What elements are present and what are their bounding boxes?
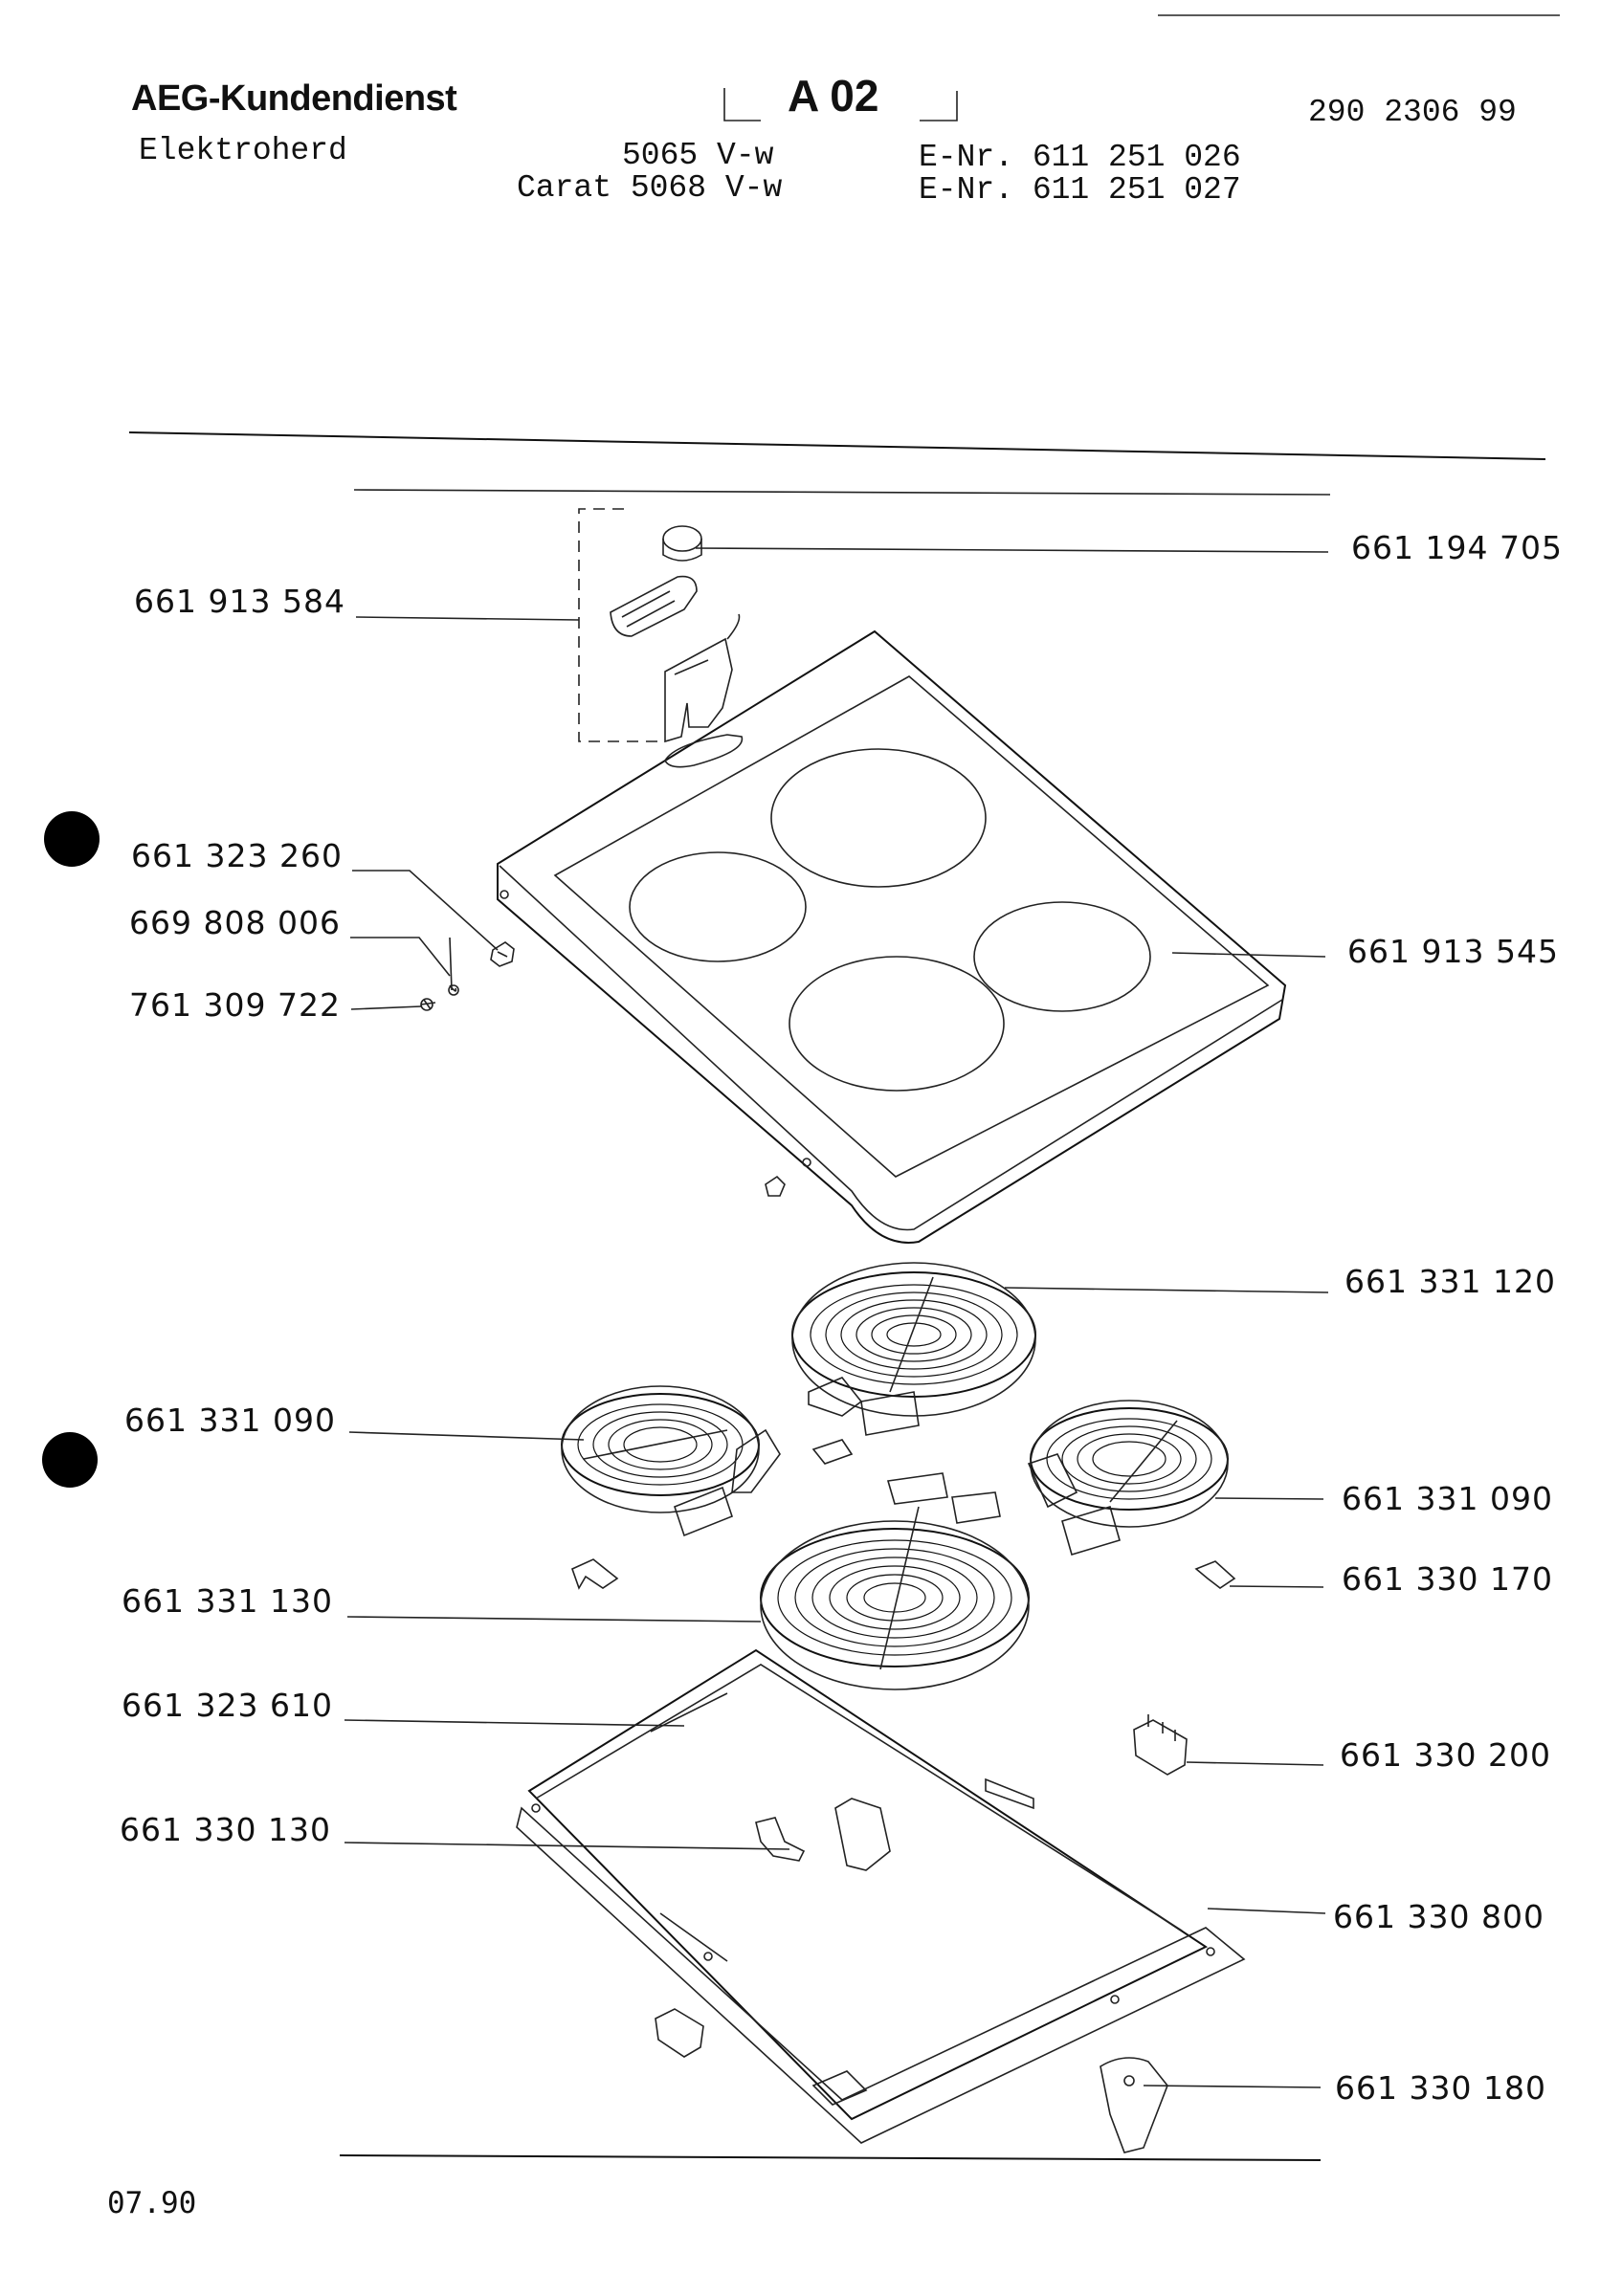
leader-661330170: [1229, 1585, 1324, 1588]
heating-element-front-large: [760, 1472, 1030, 1690]
heating-element-left: [561, 1385, 781, 1537]
appliance-category: Elektroherd: [139, 133, 347, 168]
drawing-bottom-rule: [339, 2154, 1322, 2161]
part-label-661330200: 661 330 200: [1340, 1736, 1551, 1774]
spring-clip: [448, 937, 459, 996]
part-label-661913584: 661 913 584: [134, 583, 345, 620]
part-label-661323610: 661 323 610: [122, 1687, 333, 1724]
ceramic-hob-top: [497, 629, 1287, 1244]
heating-element-rear-large: [791, 1262, 1036, 1436]
leader-661330200: [1186, 1761, 1324, 1766]
part-label-661194705: 661 194 705: [1351, 529, 1563, 566]
part-label-661323260: 661 323 260: [131, 837, 343, 874]
part-label-661330170: 661 330 170: [1342, 1560, 1553, 1598]
part-label-661331120: 661 331 120: [1344, 1263, 1556, 1300]
leader-761309722: [350, 1005, 422, 1010]
part-label-761309722: 761 309 722: [129, 986, 341, 1024]
switch-assembly: [578, 508, 741, 743]
brand-title: AEG-Kundendienst: [131, 78, 457, 119]
bracket-left: [571, 1558, 619, 1590]
page-code: A 02: [788, 71, 879, 121]
punch-hole-lower: [42, 1432, 98, 1488]
terminal-block: [1133, 1714, 1188, 1776]
mounting-clip: [490, 941, 515, 967]
holding-bracket: [1100, 2057, 1168, 2153]
punch-hole-upper: [44, 811, 100, 867]
bracket-center: [811, 1439, 854, 1465]
enr-1: E-Nr. 611 251 026: [919, 140, 1241, 175]
part-label-661330800: 661 330 800: [1333, 1898, 1544, 1935]
leader-661331130: [346, 1616, 762, 1623]
leader-661330180: [1143, 2085, 1322, 2088]
leader-661323260: [352, 870, 499, 951]
part-label-661331090-left: 661 331 090: [124, 1402, 336, 1439]
document-number: 290 2306 99: [1308, 95, 1517, 130]
small-clip-lower: [765, 1175, 786, 1197]
leader-661330130: [344, 1842, 790, 1850]
page-code-bracket-right: [920, 91, 958, 121]
model-name-1: 5065 V-w: [622, 138, 774, 173]
leader-661330800: [1207, 1908, 1326, 1914]
leader-661331090-left: [348, 1431, 585, 1441]
leader-661913584: [355, 616, 580, 621]
screw: [420, 998, 436, 1011]
leader-669808006: [350, 937, 451, 977]
heating-element-right: [1027, 1400, 1229, 1556]
revision-date: 07.90: [107, 2186, 197, 2220]
leader-661331120: [1004, 1287, 1329, 1293]
part-label-669808006: 669 808 006: [129, 904, 341, 941]
bracket-right: [1194, 1560, 1236, 1589]
part-label-661913545: 661 913 545: [1347, 933, 1559, 970]
drawing-top-rule: [353, 489, 1331, 496]
part-label-661330180: 661 330 180: [1335, 2069, 1546, 2107]
enr-2: E-Nr. 611 251 027: [919, 172, 1241, 208]
model-name-2: Carat 5068 V-w: [517, 170, 783, 206]
leader-661194705: [695, 547, 1329, 553]
part-label-661331090-right: 661 331 090: [1342, 1480, 1553, 1517]
leader-661331090-right: [1214, 1497, 1324, 1500]
support-frame: [516, 1648, 1246, 2144]
part-label-661330130: 661 330 130: [120, 1811, 331, 1848]
fixing-clip: [655, 2008, 704, 2058]
header-rule: [128, 431, 1546, 460]
leader-661913545: [1171, 952, 1326, 958]
page-code-bracket-left: [723, 88, 761, 121]
part-label-661331130: 661 331 130: [122, 1582, 333, 1620]
leader-661323610: [344, 1719, 685, 1727]
